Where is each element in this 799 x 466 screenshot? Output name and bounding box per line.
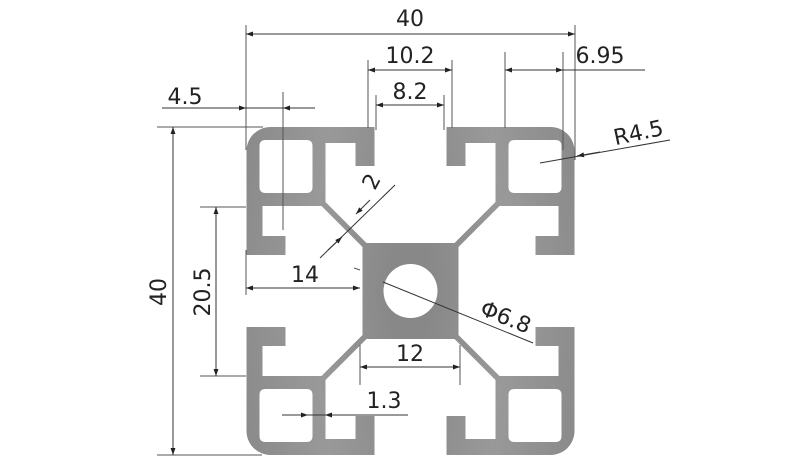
profile-quadrant	[246, 127, 411, 291]
dim-slot-depth: 14	[245, 250, 361, 295]
dim-label: 20.5	[191, 268, 216, 317]
center-hole	[383, 264, 438, 318]
dim-label: 14	[291, 263, 319, 288]
dim-label: 2	[358, 170, 387, 194]
dim-flange-width: 6.95	[504, 44, 645, 150]
dim-label: Φ6.8	[477, 297, 535, 340]
dim-label: 10.2	[386, 44, 435, 69]
profile-quadrant	[410, 127, 575, 291]
dim-slot-outer-width: 10.2	[367, 44, 453, 128]
dim-label: R4.5	[611, 116, 665, 151]
dim-label: 40	[396, 7, 424, 32]
dim-overall-width: 40	[245, 7, 576, 160]
dim-label: 8.2	[393, 80, 428, 105]
dim-label: 1.3	[367, 389, 402, 414]
dim-label: 4.5	[168, 85, 203, 110]
profile-quadrant	[246, 291, 411, 455]
dim-label: 6.95	[576, 44, 625, 69]
dim-label: 40	[147, 278, 172, 306]
dim-overall-height: 40	[147, 126, 263, 456]
dim-edge-offset: 4.5	[162, 85, 315, 230]
aluminum-profile	[246, 127, 575, 455]
dim-slot-spacing: 20.5	[191, 206, 246, 377]
dim-core-width: 12	[359, 342, 461, 385]
dim-slot-opening: 8.2	[375, 80, 445, 130]
dim-label: 12	[396, 342, 424, 367]
dim-rib-thickness: 1.3	[282, 389, 408, 418]
